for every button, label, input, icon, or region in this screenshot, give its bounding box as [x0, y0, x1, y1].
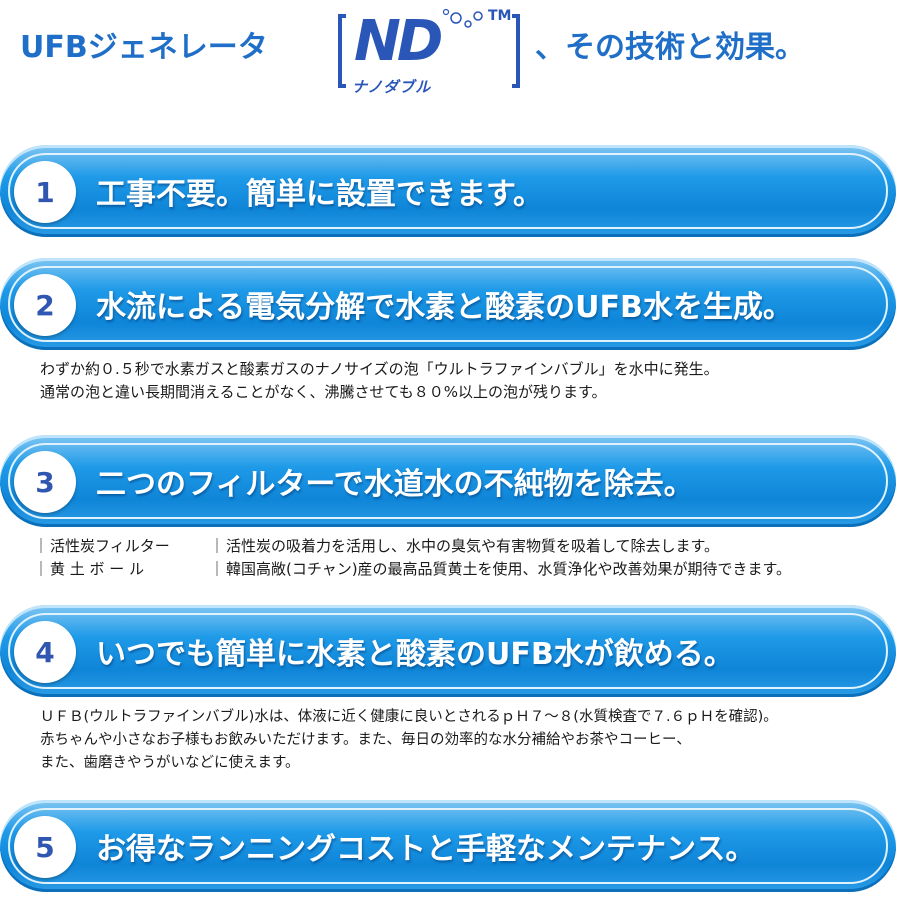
- section-4-description: ＵＦＢ(ウルトラファインバブル)水は、体液に近く健康に良いとされるｐＨ７～８(水…: [40, 706, 778, 775]
- logo-katakana: ナノダブル: [352, 78, 432, 96]
- filter-name: 黄 土 ボ ー ル: [50, 560, 145, 578]
- divider: ｜: [209, 537, 225, 555]
- filter-description: 活性炭の吸着力を活用し、水中の臭気や有害物質を吸着して除去します。: [226, 537, 720, 555]
- section-banner-3: 3 二つのフィルターで水道水の不純物を除去。: [0, 435, 900, 527]
- description-line: 通常の泡と違い長期間消えることがなく、沸騰させても８０%以上の泡が残ります。: [40, 383, 607, 401]
- section-heading: いつでも簡単に水素と酸素のUFB水が飲める。: [96, 637, 734, 672]
- filter-row: ｜黄 土 ボ ー ル｜韓国高敞(コチャン)産の最高品質黄土を使用、水質浄化や改善…: [32, 558, 791, 581]
- section-number-badge: 5: [14, 816, 76, 878]
- description-line: また、歯磨きやうがいなどに使えます。: [40, 755, 300, 771]
- divider: ｜: [33, 560, 49, 578]
- banner-background: [0, 800, 896, 892]
- filter-description: 韓国高敞(コチャン)産の最高品質黄土を使用、水質浄化や改善効果が期待できます。: [226, 560, 792, 578]
- section-2-description: わずか約０.５秒で水素ガスと酸素ガスのナノサイズの泡「ウルトラファインバブル」を…: [40, 358, 719, 404]
- section-heading: お得なランニングコストと手軽なメンテナンス。: [96, 832, 756, 867]
- nd-logo: ND TM ナノダブル: [336, 8, 526, 98]
- title-tagline: 、その技術と効果。: [535, 30, 805, 65]
- page-header: UFBジェネレータ ND TM ナノダブル 、その技術と効果。: [0, 0, 900, 110]
- filter-name: 活性炭フィルター: [50, 537, 170, 555]
- banner-background: [0, 145, 896, 237]
- section-heading: 工事不要。簡単に設置できます。: [96, 177, 543, 212]
- divider: ｜: [33, 537, 49, 555]
- banner-border: [8, 443, 888, 519]
- section-banner-5: 5 お得なランニングコストと手軽なメンテナンス。: [0, 800, 900, 892]
- description-line: 赤ちゃんや小さなお子様もお飲みいただけます。また、毎日の効率的な水分補給やお茶や…: [40, 732, 691, 748]
- filter-row: ｜活性炭フィルター｜活性炭の吸着力を活用し、水中の臭気や有害物質を吸着して除去し…: [32, 535, 791, 558]
- section-3-filters: ｜活性炭フィルター｜活性炭の吸着力を活用し、水中の臭気や有害物質を吸着して除去し…: [32, 535, 791, 581]
- section-number-badge: 4: [14, 621, 76, 683]
- description-line: ＵＦＢ(ウルトラファインバブル)水は、体液に近く健康に良いとされるｐＨ７～８(水…: [40, 709, 778, 725]
- section-number-badge: 1: [14, 161, 76, 223]
- banner-border: [8, 613, 888, 689]
- title-product-name: UFBジェネレータ: [20, 30, 268, 65]
- banner-border: [8, 153, 888, 229]
- section-heading: 二つのフィルターで水道水の不純物を除去。: [96, 467, 694, 502]
- section-banner-1: 1 工事不要。簡単に設置できます。: [0, 145, 900, 237]
- banner-background: [0, 605, 896, 697]
- section-banner-2: 2 水流による電気分解で水素と酸素のUFB水を生成。: [0, 258, 900, 350]
- banner-background: [0, 258, 896, 350]
- logo-frame-icon: [338, 8, 520, 88]
- banner-border: [8, 808, 888, 884]
- section-number-badge: 2: [14, 274, 76, 336]
- banner-background: [0, 435, 896, 527]
- banner-border: [8, 266, 888, 342]
- logo-trademark: TM: [488, 8, 512, 24]
- section-banner-4: 4 いつでも簡単に水素と酸素のUFB水が飲める。: [0, 605, 900, 697]
- description-line: わずか約０.５秒で水素ガスと酸素ガスのナノサイズの泡「ウルトラファインバブル」を…: [40, 360, 719, 378]
- divider: ｜: [209, 560, 225, 578]
- section-heading: 水流による電気分解で水素と酸素のUFB水を生成。: [96, 290, 793, 325]
- logo-wordmark: ND: [354, 9, 443, 74]
- section-number-badge: 3: [14, 451, 76, 513]
